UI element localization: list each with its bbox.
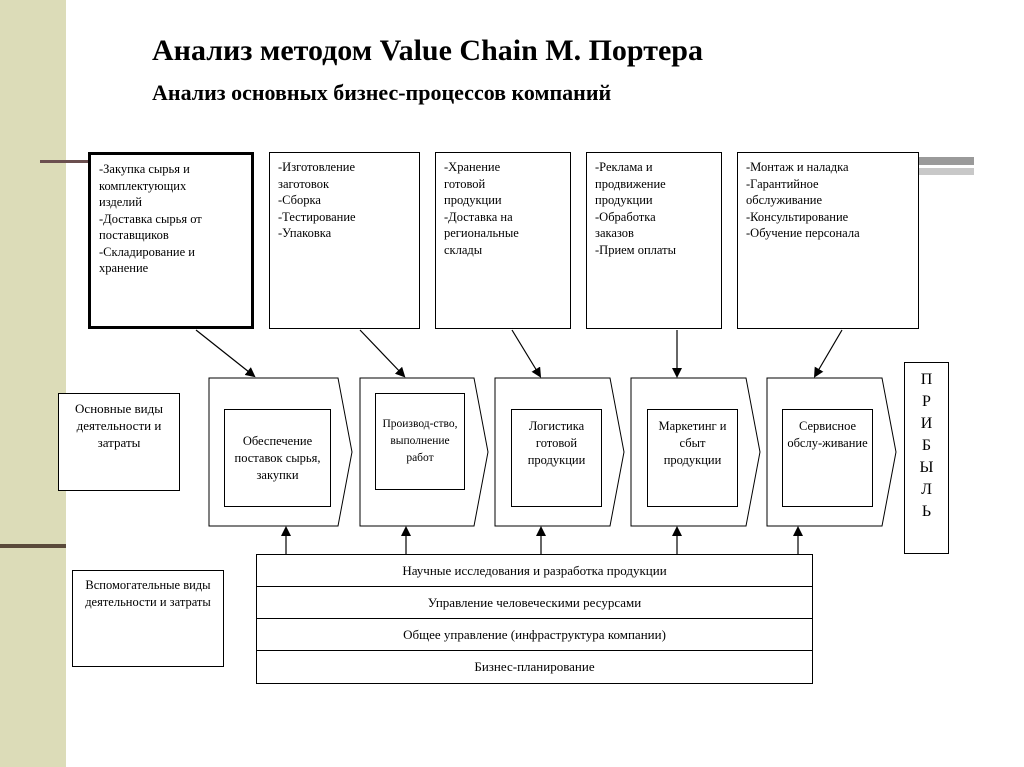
page-title: Анализ методом Value Chain М. Портера — [152, 34, 703, 67]
stage-label-text: Маркетинг и сбыт продукции — [658, 419, 727, 467]
text-line: обслуживание — [746, 193, 823, 207]
text-line: -Обработка — [595, 209, 656, 224]
decorative-left-band — [0, 0, 66, 767]
stage-label-text: Обеспечение поставок сырья, закупки — [234, 433, 321, 482]
primary-activities-label: Основные виды деятельности и затраты — [58, 393, 180, 491]
activity-box-procurement: -Закупка сырья и комплектующих изделий -… — [88, 152, 254, 329]
support-row-planning: Бизнес-планирование — [256, 651, 813, 684]
text-line: -Доставка на — [444, 209, 513, 224]
text-line: -Гарантийное — [746, 176, 819, 191]
text-line: комплектующих — [99, 178, 187, 193]
decorative-rule-right — [918, 157, 974, 165]
text-line: -Сборка — [278, 193, 321, 207]
arrow-top-5 — [813, 329, 843, 378]
arrow-top-2 — [359, 329, 406, 378]
page-subtitle: Анализ основных бизнес-процессов компани… — [152, 80, 612, 105]
stage-label-text: Производ-ство, выполнение работ — [382, 418, 458, 464]
profit-letter: П — [920, 371, 933, 388]
primary-activities-text: Основные виды деятельности и затраты — [75, 401, 163, 450]
support-activities-text: Вспомогательные виды деятельности и затр… — [85, 578, 211, 609]
text-line: -Упаковка — [278, 226, 332, 240]
arrow-top-1 — [195, 329, 256, 378]
text-line: склады — [444, 242, 483, 257]
text-line: -Консультирование — [746, 209, 849, 224]
support-row-hr: Управление человеческими ресурсами — [256, 587, 813, 619]
support-row-management: Общее управление (инфраструктура компани… — [256, 619, 813, 651]
stage-label-text: Сервисное обслу-живание — [787, 419, 868, 450]
stage-procurement: Обеспечение поставок сырья, закупки — [224, 409, 331, 507]
profit-letter: Б — [921, 437, 932, 454]
support-row-text: Научные исследования и разработка продук… — [402, 562, 667, 578]
text-line: продукции — [444, 193, 502, 207]
support-row-rnd: Научные исследования и разработка продук… — [256, 554, 813, 587]
support-row-text: Управление человеческими ресурсами — [427, 594, 642, 610]
arrow-top-3 — [511, 329, 542, 378]
stage-label-text: Логистика готовой продукции — [527, 419, 586, 467]
text-line: -Обучение персонала — [746, 226, 860, 240]
text-line: -Монтаж и наладка — [746, 160, 849, 174]
text-line: поставщиков — [99, 228, 169, 242]
activity-box-service: -Монтаж и наладка -Гарантийное обслужива… — [737, 152, 919, 329]
support-row-text: Бизнес-планирование — [474, 659, 595, 674]
text-line: -Доставка сырья от — [99, 211, 202, 226]
stage-service: Сервисное обслу-живание — [782, 409, 873, 507]
text-line: -Прием оплаты — [595, 242, 676, 257]
text-line: -Хранение — [444, 160, 501, 174]
support-row-text: Общее управление (инфраструктура компани… — [403, 626, 666, 642]
text-line: -Реклама и — [595, 160, 653, 174]
decorative-band-line — [0, 544, 66, 548]
profit-letter: Л — [921, 481, 932, 498]
stage-production: Производ-ство, выполнение работ — [375, 393, 465, 490]
text-line: заготовок — [278, 176, 330, 191]
stage-logistics: Логистика готовой продукции — [511, 409, 602, 507]
activity-box-marketing: -Реклама и продвижение продукции -Обрабо… — [586, 152, 722, 329]
profit-box: П Р И Б Ы Л Ь — [904, 362, 949, 554]
decorative-rule-left — [40, 160, 90, 163]
profit-letter: Р — [922, 393, 931, 410]
text-line: продукции — [595, 193, 653, 207]
activity-box-logistics: -Хранение готовой продукции -Доставка на… — [435, 152, 571, 329]
stage-marketing: Маркетинг и сбыт продукции — [647, 409, 738, 507]
profit-letter: Ь — [921, 503, 932, 520]
text-line: -Складирование и — [99, 244, 195, 259]
text-line: готовой — [444, 176, 486, 191]
profit-letter: И — [920, 415, 933, 432]
text-line: хранение — [99, 261, 149, 275]
decorative-rule-right-light — [918, 168, 974, 175]
text-line: -Закупка сырья и — [99, 162, 190, 176]
text-line: -Изготовление — [278, 160, 356, 174]
profit-letter: Ы — [919, 459, 934, 476]
text-line: продвижение — [595, 176, 666, 191]
text-line: заказов — [595, 226, 634, 240]
text-line: региональные — [444, 226, 519, 240]
text-line: -Тестирование — [278, 209, 356, 224]
activity-box-production: -Изготовление заготовок -Сборка -Тестиро… — [269, 152, 420, 329]
support-activities-label: Вспомогательные виды деятельности и затр… — [72, 570, 224, 667]
text-line: изделий — [99, 195, 142, 209]
